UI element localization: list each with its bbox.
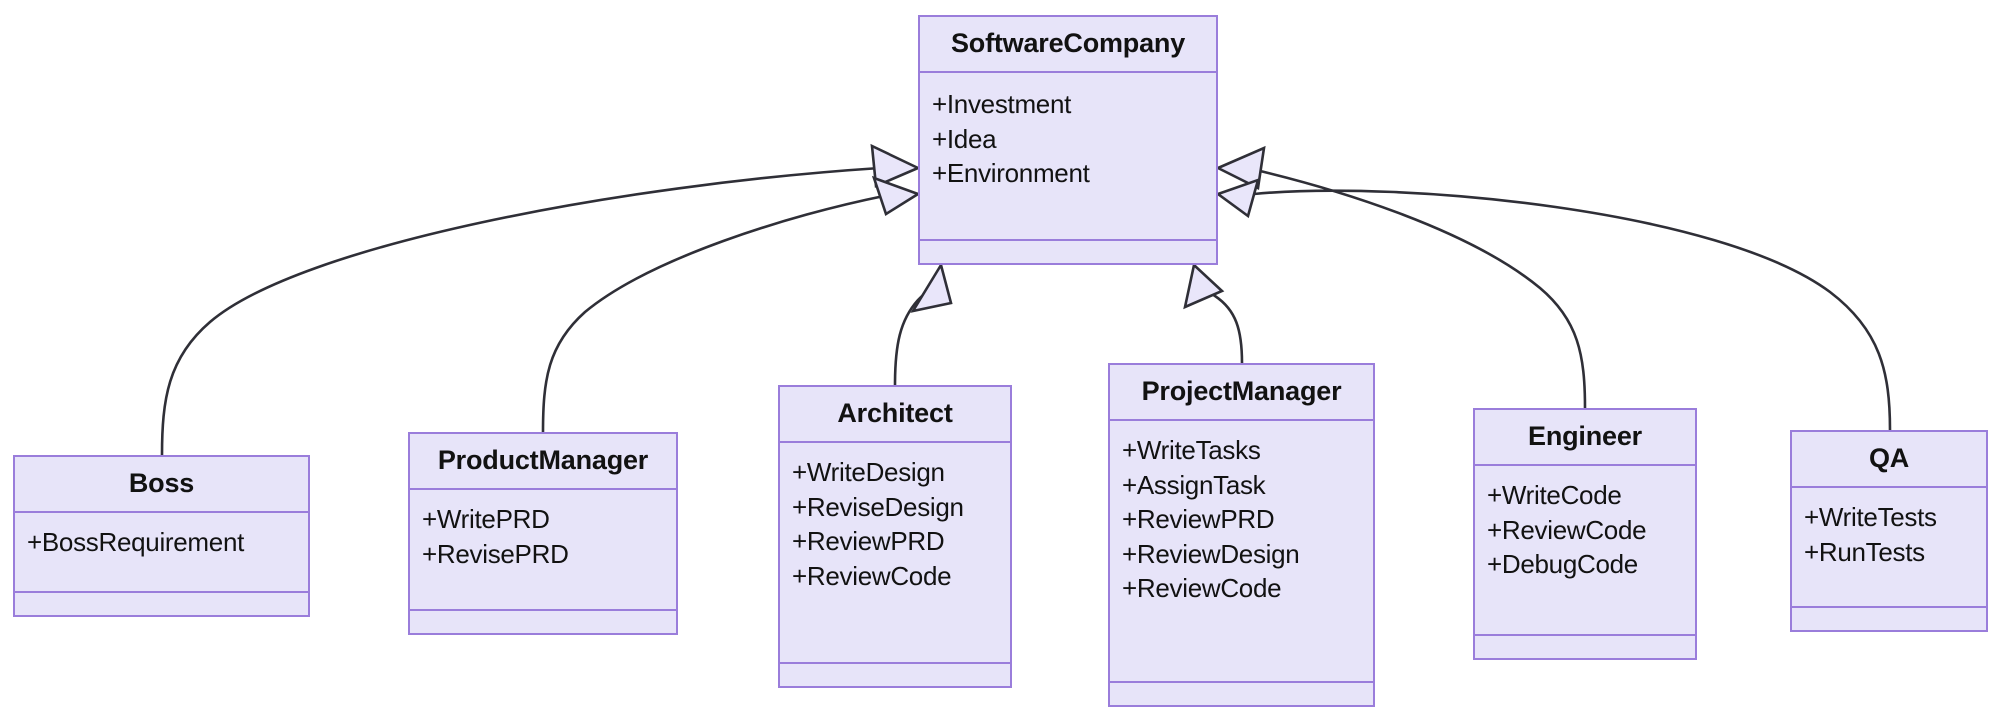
class-divider [920,239,1216,241]
class-title-software-company: SoftwareCompany [950,28,1186,58]
class-attribute: +ReviseDesign [792,491,964,522]
class-divider [780,441,1010,443]
class-attribute: +BossRequirement [27,527,245,557]
class-attribute: +DebugCode [1487,549,1638,580]
class-methods-software-company [920,241,1216,263]
arrowhead-generalization-productmanager [871,175,921,216]
class-attribute: +ReviewCode [792,560,952,591]
class-attributes-boss: +BossRequirement [15,513,308,591]
class-box-engineer[interactable]: Engineer +WriteCode +ReviewCode +DebugCo… [1473,408,1697,660]
edge-architect-to-softwarecompany [893,288,943,387]
class-divider [780,662,1010,664]
class-attribute: +RevisePRD [422,538,569,569]
class-attribute: +Investment [932,89,1072,119]
class-divider [1110,681,1373,683]
class-attribute: +ReviewPRD [792,526,945,557]
class-methods-boss [15,593,308,615]
class-divider [1792,486,1986,488]
class-title-product-manager: ProductManager [437,445,649,475]
class-divider [920,71,1216,73]
class-box-product-manager[interactable]: ProductManager +WritePRD +RevisePRD [408,432,678,635]
class-methods-project-manager [1110,683,1373,705]
arrowhead-generalization-projectmanager [1183,262,1225,310]
class-box-qa[interactable]: QA +WriteTests +RunTests [1790,430,1988,632]
edge-boss-to-softwarecompany [160,166,882,457]
class-attribute: +ReviewCode [1122,573,1282,604]
arrowhead-generalization-engineer [1214,145,1266,190]
class-attributes-engineer: +WriteCode +ReviewCode +DebugCode [1475,466,1695,634]
class-divider [410,609,676,611]
class-box-boss[interactable]: Boss +BossRequirement [13,455,310,617]
class-attribute: +ReviewPRD [1122,504,1275,535]
class-methods-architect [780,664,1010,686]
arrowhead-generalization-architect [910,261,953,313]
class-divider [1475,634,1695,636]
class-attributes-qa: +WriteTests +RunTests [1792,488,1986,606]
class-attribute: +WriteTasks [1122,435,1261,465]
class-attributes-architect: +WriteDesign +ReviseDesign +ReviewPRD +R… [780,443,1010,662]
class-title-architect: Architect [837,398,953,428]
class-box-software-company[interactable]: SoftwareCompany +Investment +Idea +Envir… [918,15,1218,265]
class-attributes-product-manager: +WritePRD +RevisePRD [410,490,676,609]
arrowhead-generalization-boss [870,143,922,188]
class-attributes-software-company: +Investment +Idea +Environment [920,73,1216,239]
class-attribute: +Idea [932,123,997,154]
class-title-qa: QA [1868,443,1910,473]
class-attribute: +AssignTask [1122,469,1266,500]
class-title-project-manager: ProjectManager [1141,376,1342,406]
class-title-engineer: Engineer [1528,421,1642,451]
class-methods-product-manager [410,611,676,633]
class-divider [1110,419,1373,421]
class-methods-qa [1792,608,1986,630]
class-attribute: +RunTests [1804,536,1925,567]
class-methods-engineer [1475,636,1695,658]
class-attribute: +WriteTests [1804,502,1937,532]
class-attribute: +WriteCode [1487,480,1622,510]
class-divider [1792,606,1986,608]
class-attribute: +ReviewCode [1487,514,1647,545]
class-divider [15,511,308,513]
class-divider [1475,464,1695,466]
class-attribute: +WriteDesign [792,457,945,487]
class-attribute: +WritePRD [422,504,550,534]
class-divider [410,488,676,490]
class-box-project-manager[interactable]: ProjectManager +WriteTasks +AssignTask +… [1108,363,1375,707]
edge-projectmanager-to-softwarecompany [1192,288,1244,365]
class-attributes-project-manager: +WriteTasks +AssignTask +ReviewPRD +Revi… [1110,421,1373,681]
class-divider [15,591,308,593]
class-attribute: +ReviewDesign [1122,538,1300,569]
arrowhead-generalization-qa [1215,177,1260,219]
class-attribute: +Environment [932,158,1090,189]
class-title-boss: Boss [128,468,195,498]
class-box-architect[interactable]: Architect +WriteDesign +ReviseDesign +Re… [778,385,1012,688]
